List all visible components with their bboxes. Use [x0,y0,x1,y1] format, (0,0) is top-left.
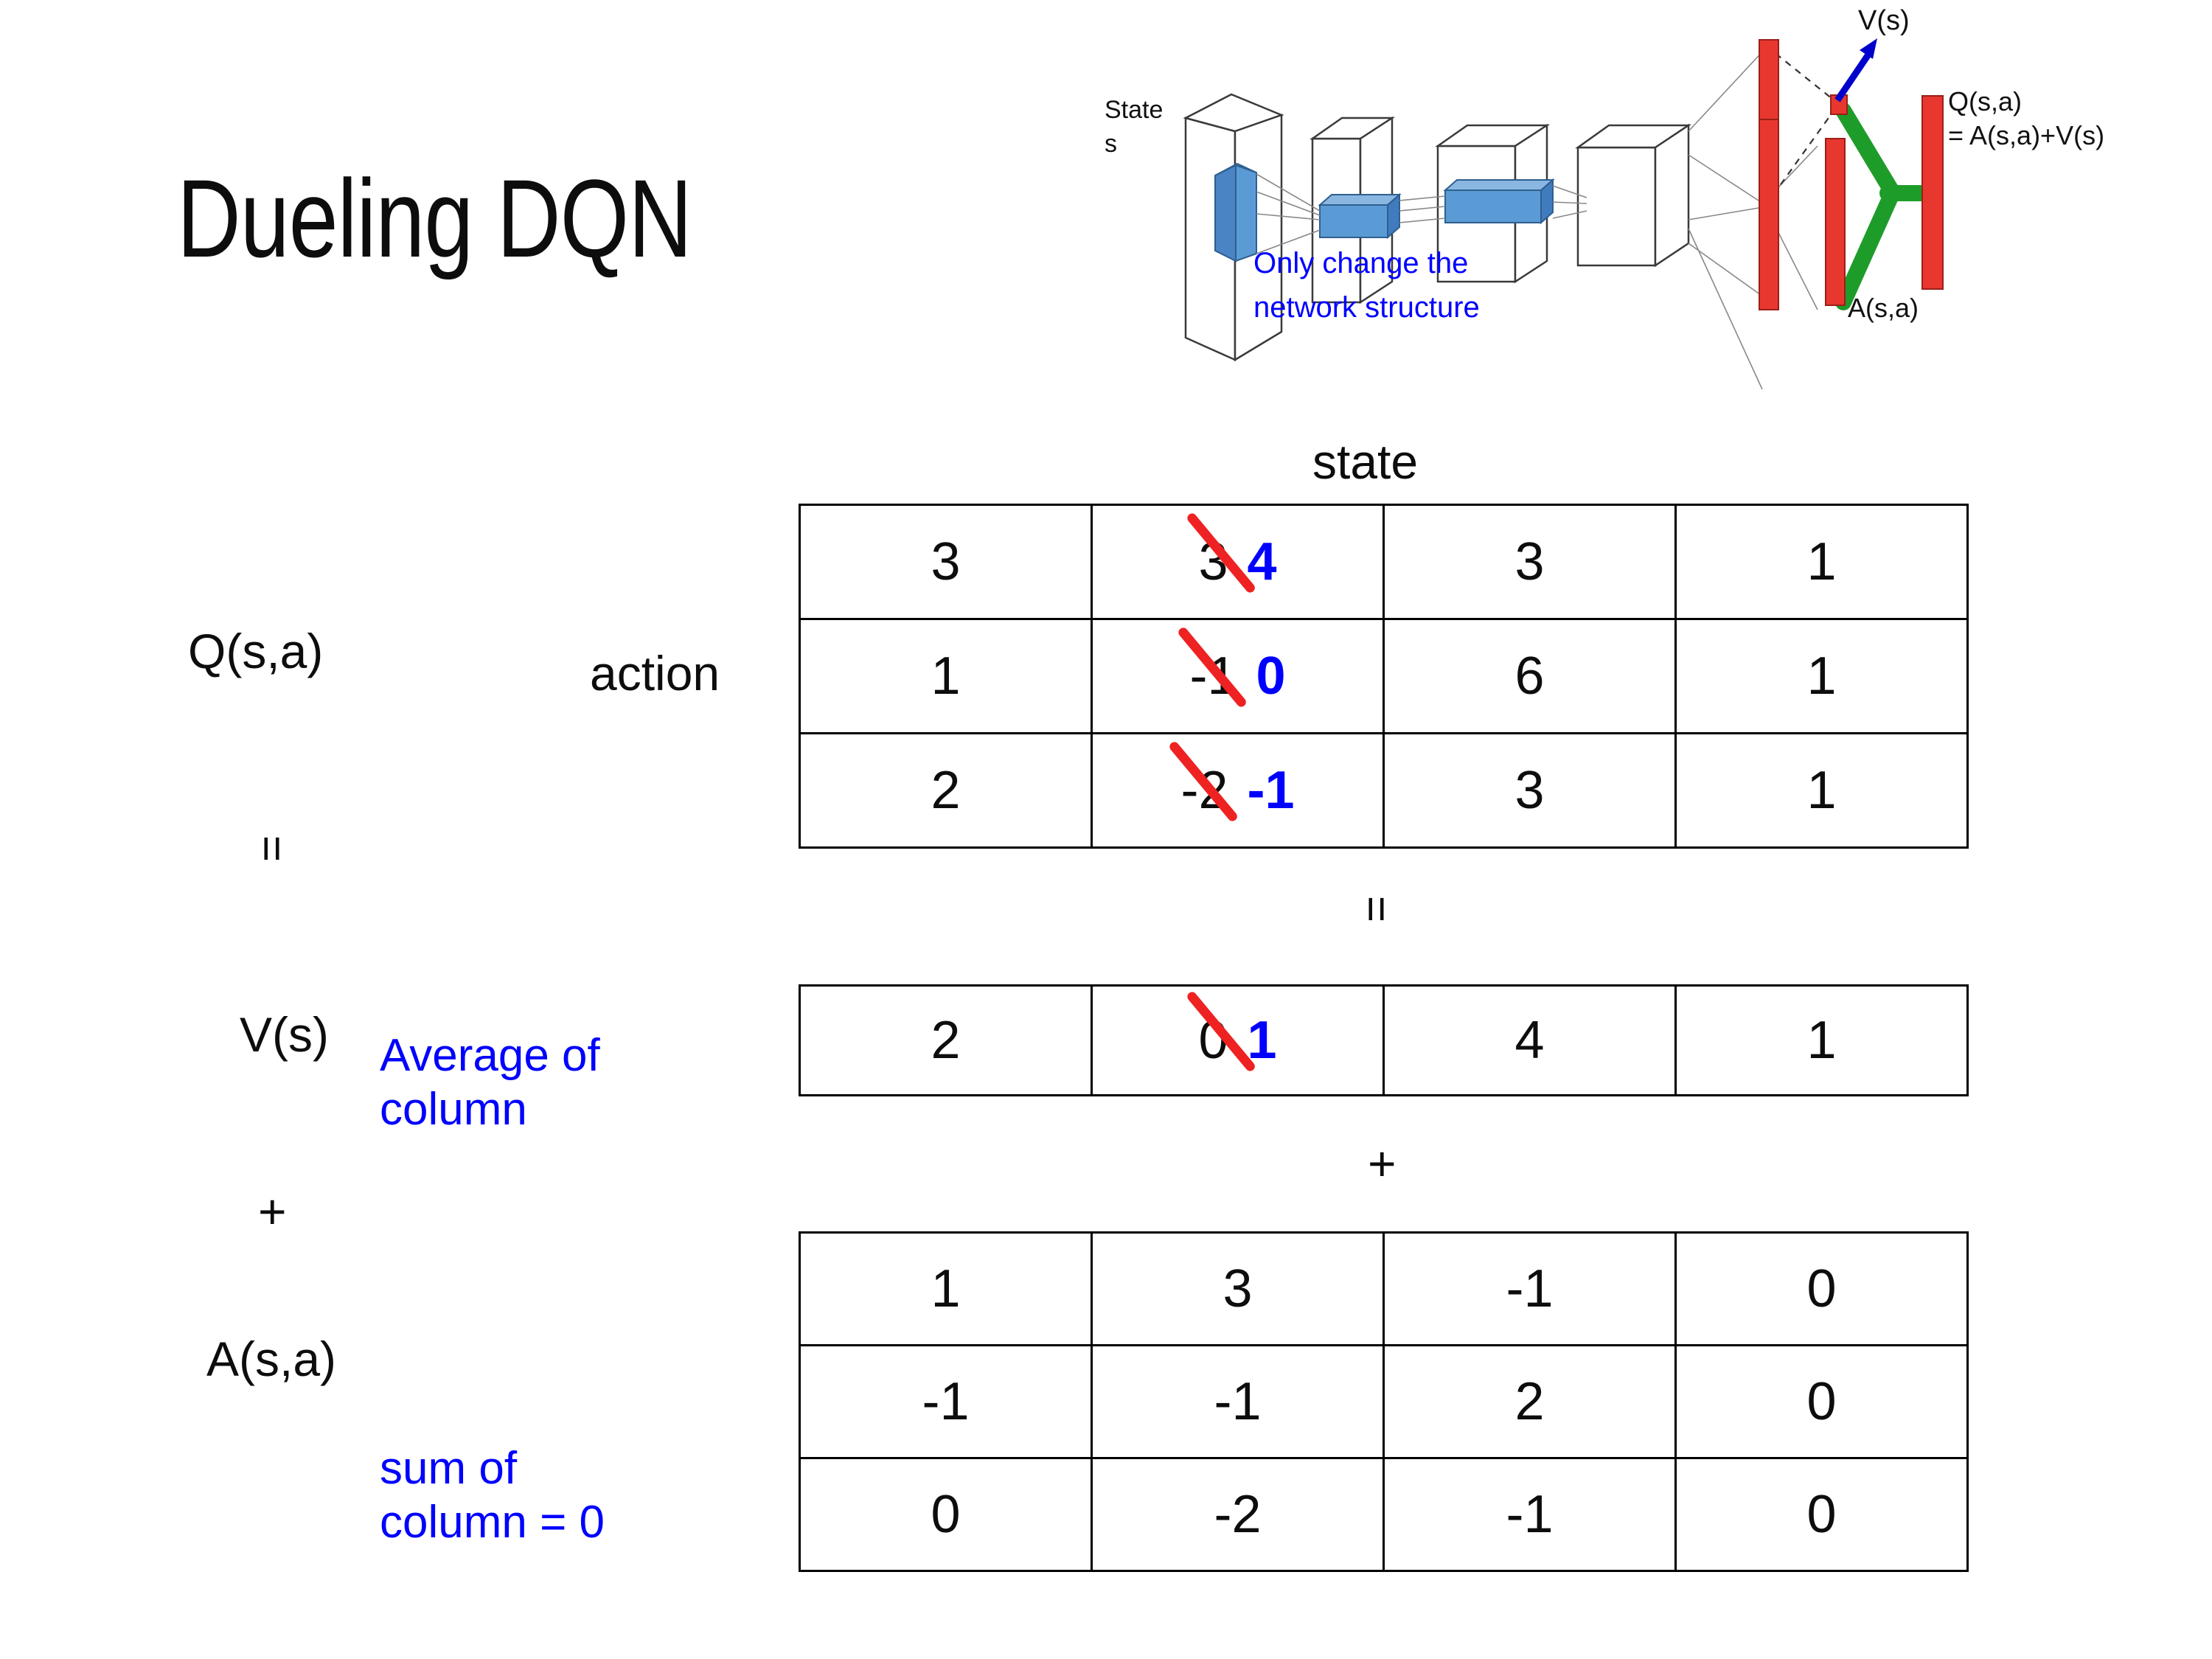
table-cell: 3 [799,504,1093,620]
table-cell: 2 [1382,1344,1677,1459]
table-cell: 3 [1091,1231,1385,1346]
corrected-value: 4 [1247,532,1277,591]
table-cell: 0 [1674,1231,1969,1346]
plus-sign-middle: + [1368,1136,1397,1191]
table-cell: 6 [1382,618,1677,734]
table-cell: 0 [1674,1344,1969,1459]
diagram-q-output-line1: Q(s,a) [1948,86,2022,116]
equals-sign-middle: = [1351,895,1402,923]
table-cell: 1 [1674,504,1969,620]
diagram-q-output-line2: = A(s,a)+V(s) [1948,120,2104,150]
table-cell: 2 [799,732,1093,849]
average-note-line2: column [380,1084,527,1135]
diagram-note-line2: network structure [1253,291,1480,324]
table-cell: 1 [1674,618,1969,734]
advantage-function-label: A(s,a) [206,1332,337,1386]
sum-of-column-note: sum of column = 0 [380,1441,605,1549]
corrected-value: -1 [1247,761,1295,820]
table-cell: 3 [1382,732,1677,849]
page-title: Dueling DQN [177,156,692,280]
plus-sign-left: + [258,1184,287,1239]
struck-value: -1 [1178,627,1247,707]
struck-value: 3 [1187,513,1256,593]
sum-note-line1: sum of [380,1443,518,1494]
table-cell: -1 [1382,1457,1677,1572]
table-cell: 3 [1382,504,1677,620]
v-function-label: V(s) [240,1007,329,1062]
diagram-state-label-line1: State [1105,96,1163,124]
table-cell: 1 [799,618,1093,734]
average-note-line1: Average of [380,1030,600,1081]
table-cell: 1 [1674,984,1969,1096]
corrected-value: 0 [1256,647,1286,706]
dueling-network-diagram: State s V(s) Q(s,a) = A(s,a)+V(s) A(s,a)… [1099,7,2205,406]
equals-sign-left: = [246,835,298,863]
table-cell: 4 [1382,984,1677,1096]
table-cell: 0 [1674,1457,1969,1572]
table-cell: -1 [1382,1231,1677,1346]
diagram-v-output-label: V(s) [1858,7,1910,36]
table-cell: 0 [799,1457,1093,1572]
table-cell: 1 [799,1231,1093,1346]
struck-value: 0 [1187,992,1256,1071]
diagram-state-label-line2: s [1105,130,1117,158]
table-cell: -2 [1091,1457,1385,1572]
state-axis-label: state [1312,434,1419,489]
edited-cell: -2-1 [1093,734,1382,846]
corrected-value: 1 [1247,1011,1277,1070]
table-cell: 2 [799,984,1093,1096]
q-function-label: Q(s,a) [188,624,324,678]
average-of-column-note: Average of column [380,1029,600,1136]
table-cell: -2-1 [1091,732,1385,849]
table-cell: -1 [799,1344,1093,1459]
struck-value: -2 [1169,742,1238,821]
sum-note-line2: column = 0 [380,1497,605,1548]
action-axis-label: action [590,646,720,700]
table-cell: -1 [1091,1344,1385,1459]
table-cell: 1 [1674,732,1969,849]
diagram-a-output: A(s,a) [1848,293,1919,323]
diagram-note-line1: Only change the [1253,247,1468,279]
